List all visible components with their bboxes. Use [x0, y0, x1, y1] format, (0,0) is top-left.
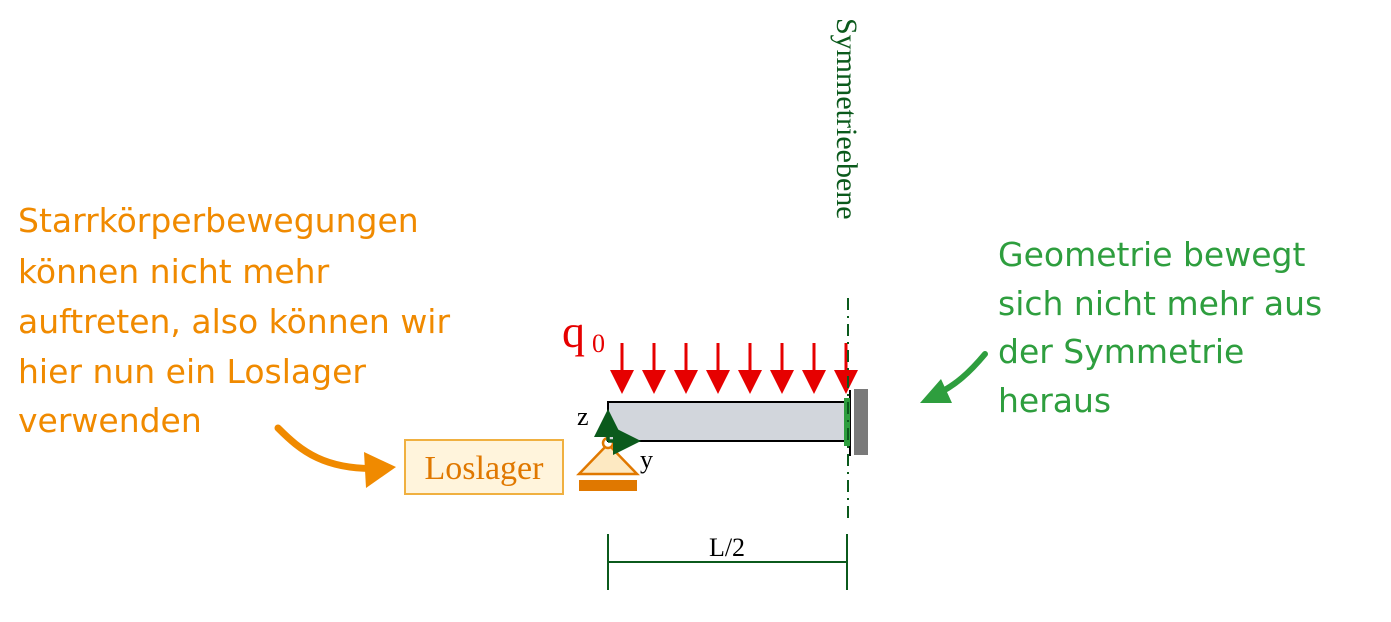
roller-support	[576, 436, 640, 491]
orange-curved-arrow	[274, 424, 396, 488]
loslager-label: Loslager	[404, 439, 564, 495]
geometrie-note: Geometrie bewegt sich nicht mehr aus der…	[998, 235, 1333, 420]
green-arrow	[920, 351, 988, 403]
coordinate-axes: z y	[577, 402, 653, 474]
starrkoerper-note: Starrkörperbewegungen können nicht mehr …	[18, 201, 461, 440]
symmetry-plane-label: Symmetrieebene	[830, 18, 863, 220]
load-label: q 0	[562, 306, 605, 358]
svg-text:Loslager: Loslager	[425, 450, 545, 487]
svg-text:L/2: L/2	[709, 533, 745, 562]
beam	[607, 401, 849, 442]
symmetry-clamp	[844, 389, 868, 456]
dimension-l-half: L/2	[607, 533, 848, 590]
z-axis-label: z	[577, 402, 589, 431]
distributed-load	[610, 343, 858, 394]
svg-text:q: q	[562, 306, 585, 357]
y-axis-label: y	[640, 445, 653, 474]
svg-text:0: 0	[592, 329, 605, 358]
